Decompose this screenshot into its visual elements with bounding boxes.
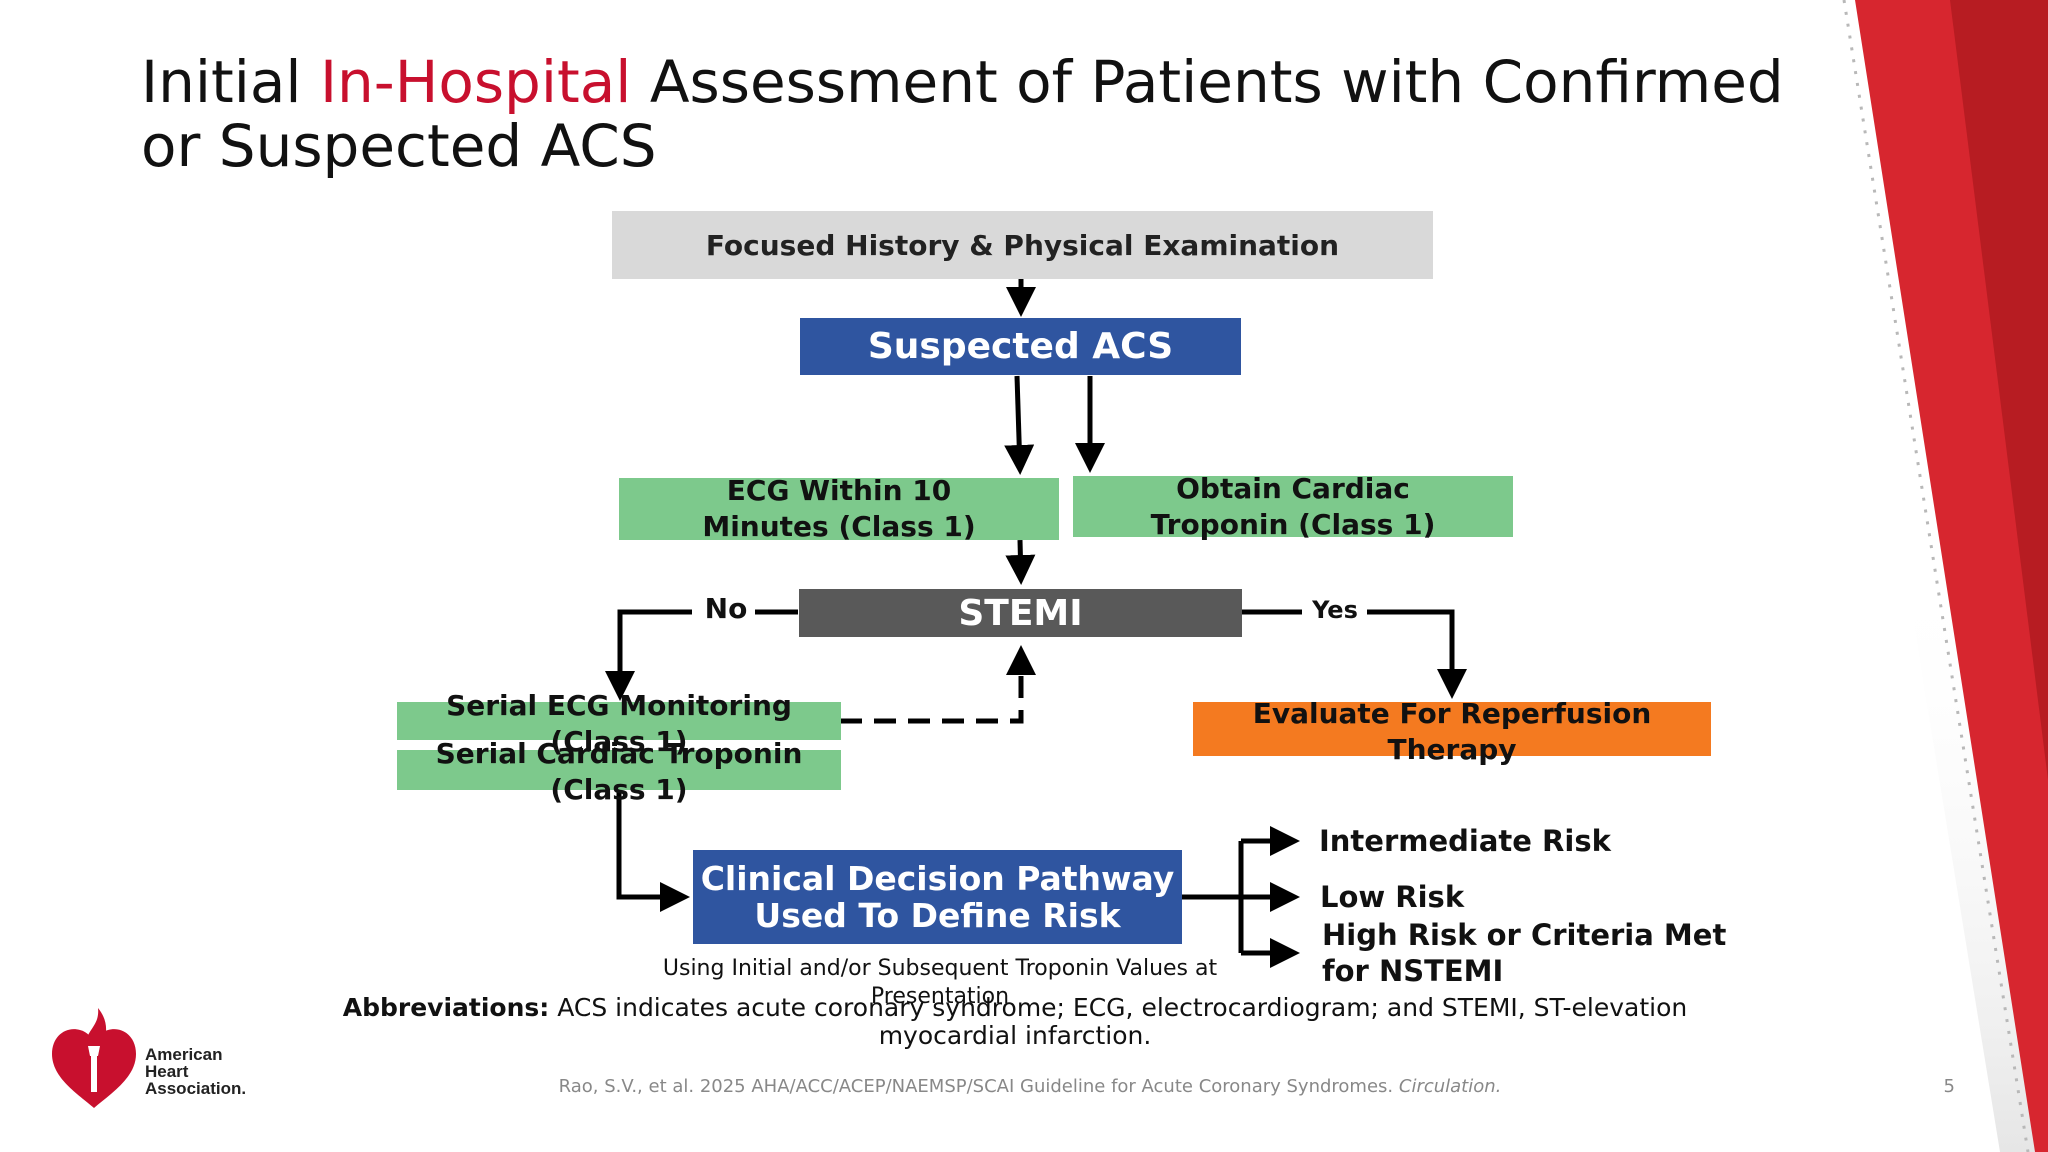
citation-text: Rao, S.V., et al. 2025 AHA/ACC/ACEP/NAEM… — [558, 1076, 1399, 1097]
ecg-box: ECG Within 10 Minutes (Class 1) — [619, 474, 1059, 543]
serial-troponin-box — [397, 750, 841, 790]
logo-line1: American — [145, 1045, 223, 1064]
abbreviations-note: Abbreviations: ACS indicates acute coron… — [300, 994, 1730, 1050]
serial-ecg-box — [397, 702, 841, 740]
cdp-line2: Used To Define Risk — [754, 896, 1121, 935]
cdp-line1: Clinical Decision Pathway — [700, 859, 1175, 898]
serial-ecg-label: Serial ECG Monitoring (Class 1) — [446, 689, 792, 758]
no-label: No — [704, 592, 748, 625]
risk-high: High Risk or Criteria Met for NSTEMI — [1322, 918, 1727, 988]
history-exam-box: Focused History & Physical Examination — [612, 211, 1433, 279]
slide-title: Initial In-Hospital Assessment of Patien… — [141, 48, 1784, 180]
risk-intermediate: Intermediate Risk — [1319, 824, 1611, 858]
suspected-acs-label: Suspected ACS — [867, 326, 1174, 367]
aha-logo-text: American Heart Association. — [145, 1046, 246, 1097]
clinical-decision-pathway-box: Clinical Decision Pathway Used To Define… — [693, 850, 1182, 944]
history-exam-label: Focused History & Physical Examination — [705, 228, 1340, 262]
suspected-acs-box: Suspected ACS — [800, 318, 1241, 375]
abbreviations-text: ACS indicates acute coronary syndrome; E… — [549, 993, 1688, 1050]
logo-line2: Heart — [145, 1062, 189, 1081]
serial-troponin-label: Serial Cardiac Troponin (Class 1) — [435, 737, 803, 806]
page-number: 5 — [1943, 1076, 1955, 1097]
reperfusion-label: Evaluate For Reperfusion Therapy — [1252, 697, 1652, 766]
reperfusion-box: Evaluate For Reperfusion Therapy — [1193, 697, 1711, 766]
troponin-box: Obtain Cardiac Troponin (Class 1) — [1073, 472, 1513, 541]
yes-label: Yes — [1312, 596, 1358, 624]
stemi-box: STEMI — [799, 589, 1242, 637]
risk-low: Low Risk — [1320, 880, 1465, 914]
logo-line3: Association. — [145, 1079, 247, 1098]
title-highlight: In-Hospital — [319, 48, 632, 116]
cdp-note: Using Initial and/or Subsequent Troponin… — [662, 956, 1218, 1009]
citation: Rao, S.V., et al. 2025 AHA/ACC/ACEP/NAEM… — [540, 1076, 1520, 1097]
stemi-label: STEMI — [958, 592, 1083, 634]
abbreviations-label: Abbreviations: — [342, 993, 550, 1022]
decorative-ribbon — [1842, 0, 2048, 1152]
ecg-label: ECG Within 10 Minutes (Class 1) — [702, 474, 976, 543]
citation-journal: Circulation. — [1398, 1076, 1502, 1097]
heart-torch-logo-icon — [52, 1008, 136, 1108]
troponin-label: Obtain Cardiac Troponin (Class 1) — [1150, 471, 1436, 541]
